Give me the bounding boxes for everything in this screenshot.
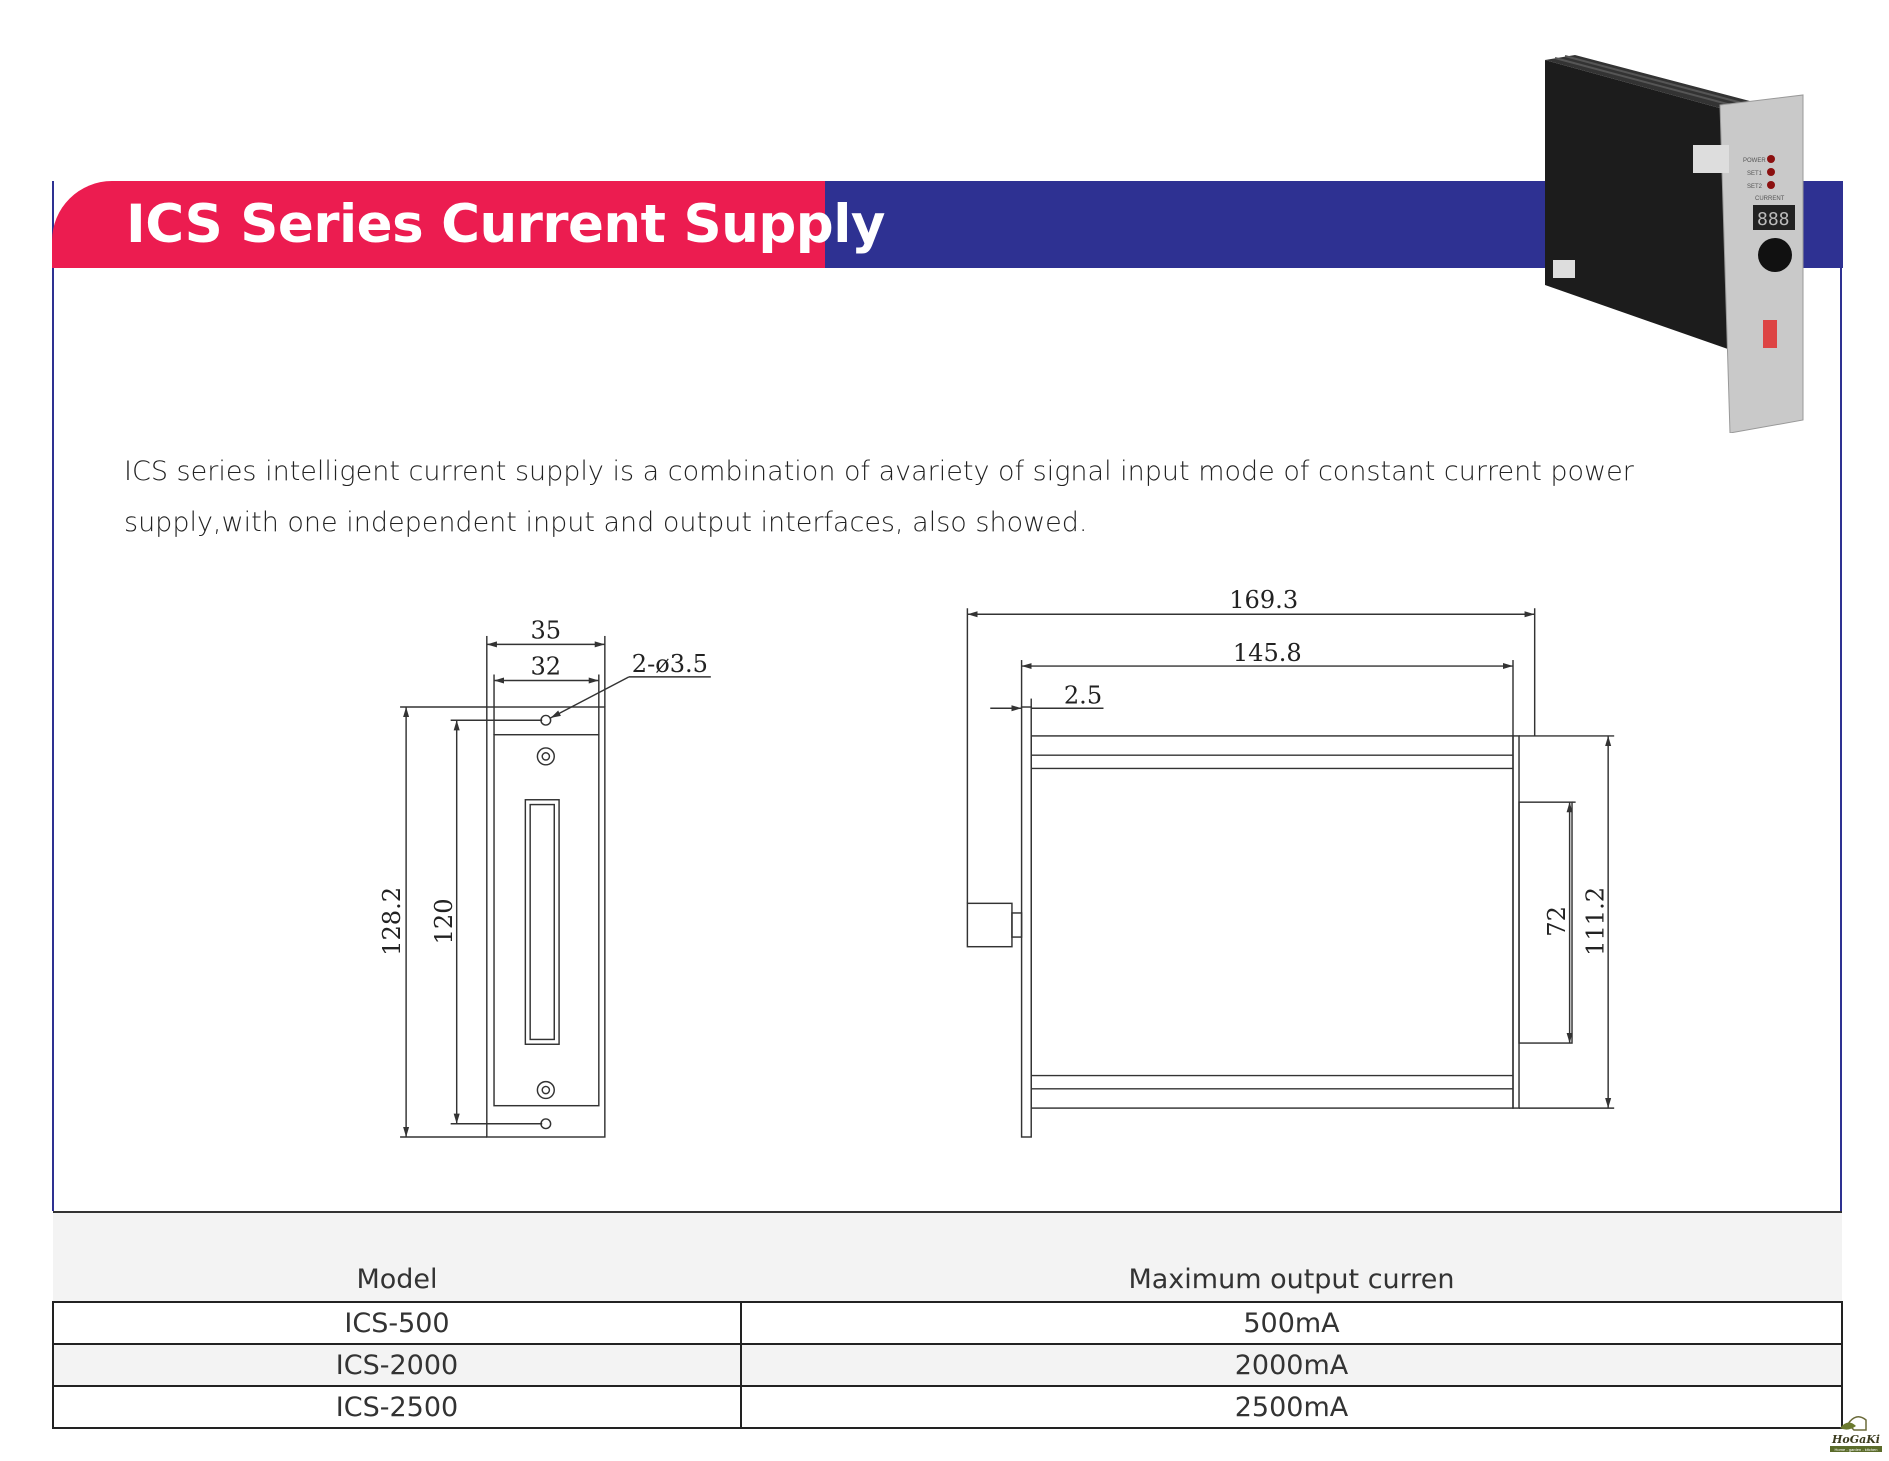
dim-32: 32 — [531, 652, 562, 680]
dim-120: 120 — [430, 898, 458, 944]
dim-72: 72 — [1543, 906, 1571, 937]
spec-table: Model Maximum output curren ICS-500 500m… — [52, 1211, 1843, 1429]
dim-holes: 2-ø3.5 — [632, 650, 708, 678]
table-header-row: Model Maximum output curren — [53, 1211, 1842, 1303]
svg-text:888: 888 — [1757, 209, 1790, 230]
table-row: ICS-500 500mA — [52, 1301, 1843, 1345]
cell-current: 2000mA — [740, 1343, 1843, 1387]
side-view: 169.3 145.8 2.5 111.2 72 — [966, 586, 1615, 1138]
svg-text:SET2: SET2 — [1747, 184, 1763, 190]
dim-111-2: 111.2 — [1581, 887, 1609, 956]
product-image: POWER SET1 SET2 CURRENT 888 — [1545, 55, 1804, 433]
content-frame — [52, 181, 1842, 1211]
dim-128-2: 128.2 — [378, 887, 406, 956]
dim-35: 35 — [531, 616, 562, 644]
dim-169-3: 169.3 — [1229, 586, 1298, 614]
cell-current: 500mA — [740, 1301, 1843, 1345]
cell-model: ICS-500 — [52, 1301, 742, 1345]
description-text: ICS series intelligent current supply is… — [124, 456, 1634, 538]
svg-text:POWER: POWER — [1743, 158, 1766, 164]
cell-model: ICS-2000 — [52, 1343, 742, 1387]
cell-model: ICS-2500 — [52, 1385, 742, 1429]
svg-text:SET1: SET1 — [1747, 171, 1763, 177]
dim-145-8: 145.8 — [1233, 639, 1302, 667]
table-row: ICS-2000 2000mA — [52, 1343, 1843, 1387]
svg-text:HoGaKi: HoGaKi — [1831, 1433, 1880, 1446]
svg-text:Home - garden - kitchen: Home - garden - kitchen — [1835, 1447, 1878, 1452]
cell-current: 2500mA — [740, 1385, 1843, 1429]
header-max-current: Maximum output curren — [741, 1211, 1842, 1303]
table-row: ICS-2500 2500mA — [52, 1385, 1843, 1429]
header-title-tab — [52, 181, 825, 268]
page-title: ICS Series Current Supply — [126, 194, 885, 255]
svg-text:CURRENT: CURRENT — [1755, 196, 1785, 202]
dim-2-5: 2.5 — [1064, 681, 1102, 709]
header-model: Model — [53, 1211, 741, 1303]
hogaki-logo: HoGaKi Home - garden - kitchen — [1830, 1416, 1882, 1452]
front-view: 35 32 2-ø3.5 128.2 120 — [378, 616, 711, 1138]
